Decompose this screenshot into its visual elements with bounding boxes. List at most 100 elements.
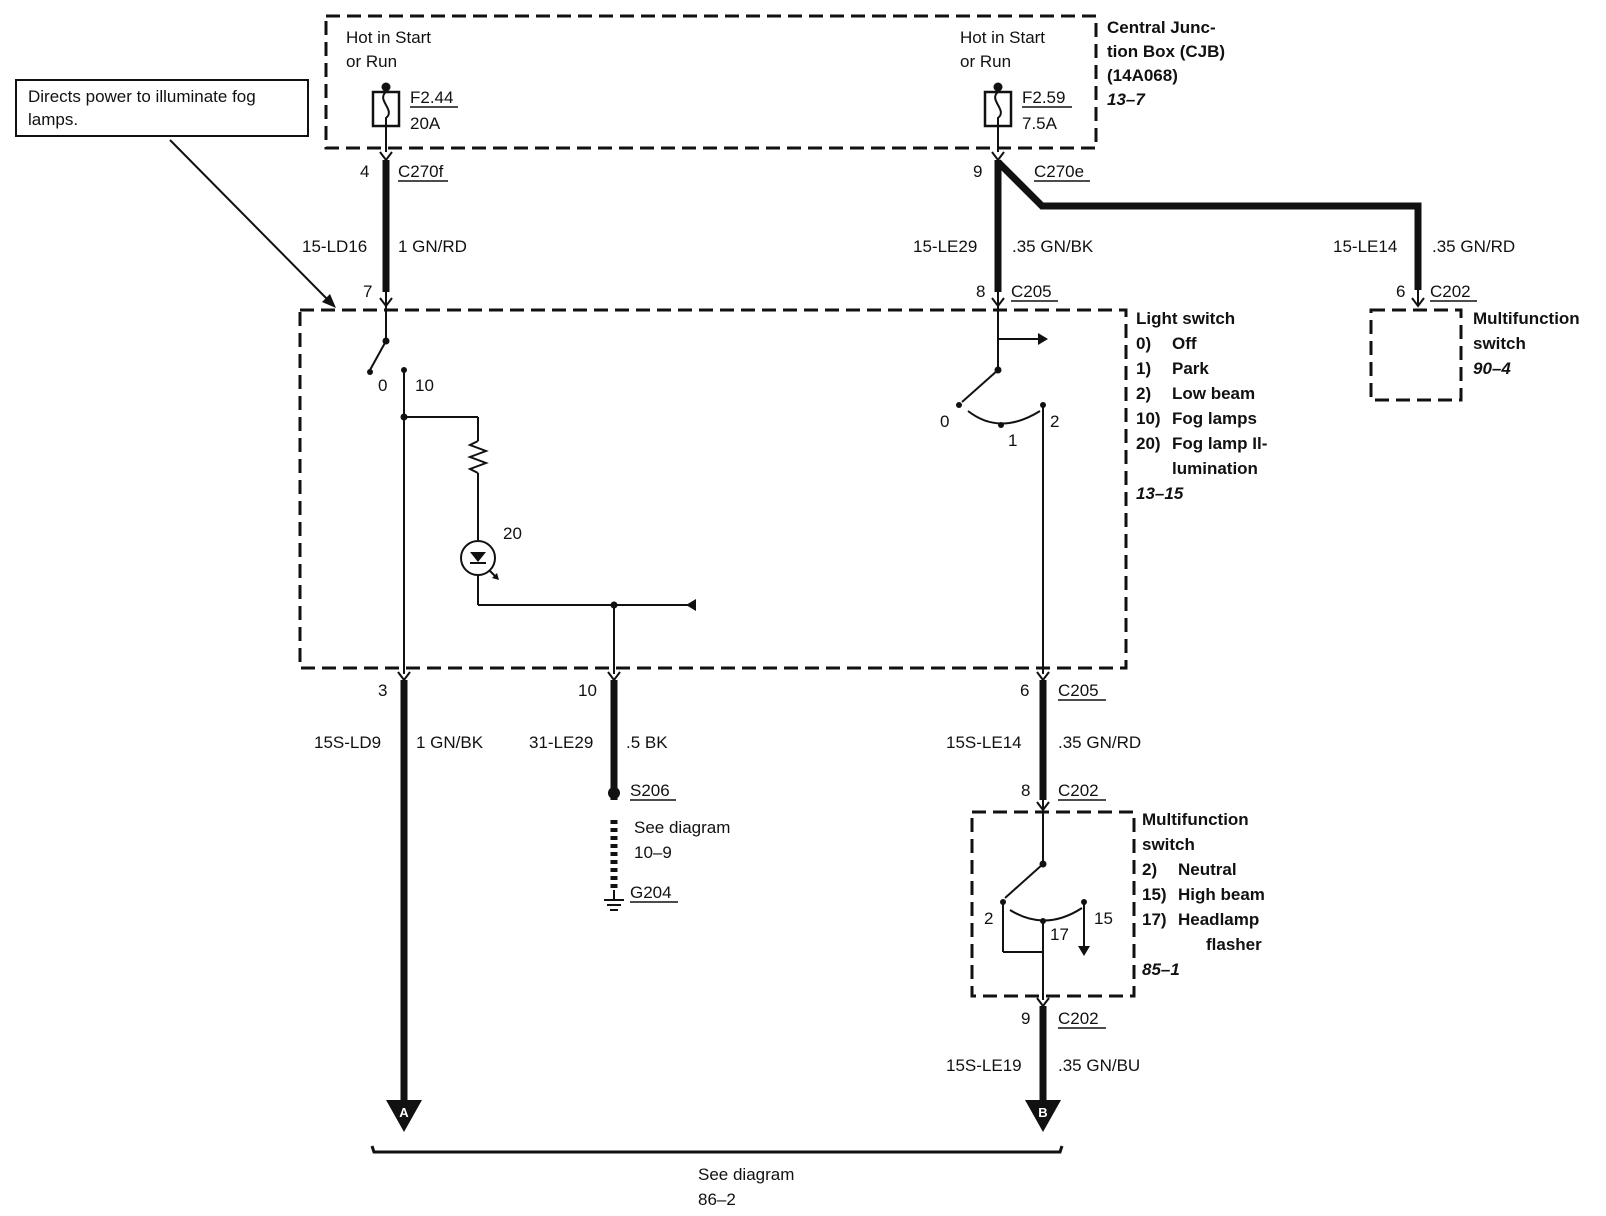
- connector-c202-pin6: 6: [1396, 282, 1405, 301]
- connector-c270f-symbol: [379, 151, 393, 162]
- hot-in-start-right-line1: Hot in Start: [960, 28, 1045, 47]
- multifunction-switch-bottom: Multifunction switch 2) Neutral 15) High…: [970, 810, 1265, 1000]
- wire-31-le29-spec: .5 BK: [626, 733, 668, 752]
- mfs-bottom-title-line1: Multifunction: [1142, 810, 1249, 829]
- wire-15-ld16-spec: 1 GN/RD: [398, 237, 467, 256]
- wire-15-le14-circuit: 15-LE14: [1333, 237, 1397, 256]
- mfs-pos-17: 17: [1050, 925, 1069, 944]
- arrow-b-label: B: [1038, 1105, 1047, 1120]
- wire-15s-le19-group: 9 C202 15S-LE19 .35 GN/BU B: [946, 997, 1140, 1132]
- switch-pos-0-left: 0: [378, 376, 387, 395]
- wire-15s-ld9-group: 15S-LD9 1 GN/BK A: [314, 680, 484, 1132]
- central-junction-box: Central Junc- tion Box (CJB) (14A068) 13…: [324, 14, 1225, 152]
- switch-pos-20: 20: [503, 524, 522, 543]
- ground-icon: [604, 899, 624, 911]
- fuse-f2-59-name: F2.59: [1022, 88, 1065, 107]
- mfs-legend-label-17: Headlamp: [1178, 910, 1259, 929]
- mfs-bottom-page-ref: 85–1: [1142, 960, 1180, 979]
- connector-c205-pin7: 7: [363, 282, 372, 301]
- connector-c202-top-label: C202: [1430, 282, 1471, 301]
- hot-in-start-left-line2: or Run: [346, 52, 397, 71]
- wire-15-le29-circuit: 15-LE29: [913, 237, 977, 256]
- connector-c202-mid-label: C202: [1058, 781, 1099, 800]
- mfs-legend-num-17: 17): [1142, 910, 1167, 929]
- fuse-f2-44-rating: 20A: [410, 114, 441, 133]
- callout-note-line1: Directs power to illuminate fog: [28, 87, 256, 106]
- wire-15s-le14-group: 15S-LE14 .35 GN/RD 8 C202: [946, 680, 1141, 812]
- mfs-legend-num-15: 15): [1142, 885, 1167, 904]
- hot-in-start-right-line2: or Run: [960, 52, 1011, 71]
- wire-15s-le14-circuit: 15S-LE14: [946, 733, 1022, 752]
- light-switch-outline: [298, 308, 1128, 670]
- mfs-legend-num-2: 2): [1142, 860, 1157, 879]
- cjb-title-line2: tion Box (CJB): [1107, 42, 1225, 61]
- wire-15-le14: [995, 159, 1422, 290]
- mfs-legend-label-2: Neutral: [1178, 860, 1237, 879]
- cjb-outline: [324, 14, 1098, 150]
- connector-c205-pin3: 3: [378, 681, 387, 700]
- callout-leader-line: [169, 139, 331, 303]
- switch-pos-10: 10: [415, 376, 434, 395]
- legend-label-20: Fog lamp Il-: [1172, 434, 1267, 453]
- legend-num-0: 0): [1136, 334, 1151, 353]
- light-switch: Light switch 0) Off 1) Park 2) Low beam …: [298, 306, 1267, 674]
- legend-num-1: 1): [1136, 359, 1151, 378]
- ground-g204-label: G204: [630, 883, 672, 902]
- wire-15s-ld9-spec: 1 GN/BK: [416, 733, 484, 752]
- connector-c205-bottom-label: C205: [1058, 681, 1099, 700]
- switch-pos-1: 1: [1008, 431, 1017, 450]
- top-wiring: 4 C270f 15-LD16 1 GN/RD 7 9 C270e 15-LE2…: [302, 151, 1515, 308]
- multifunction-switch-bottom-outline: [970, 810, 1136, 998]
- callout-note-line2: lamps.: [28, 110, 78, 129]
- arrow-b-icon: [1025, 1100, 1061, 1132]
- right-arrow-icon: [1038, 333, 1048, 345]
- mfs-bottom-title-line2: switch: [1142, 835, 1195, 854]
- connector-c270e-pin: 9: [973, 162, 982, 181]
- wire-31-le29-group: 31-LE29 .5 BK S206 See diagram 10–9 G204: [529, 680, 730, 911]
- arrow-a-label: A: [399, 1105, 409, 1120]
- fuse-f2-59-rating: 7.5A: [1022, 114, 1058, 133]
- multifunction-switch-top-outline: [1369, 308, 1463, 402]
- resistor-icon: [467, 440, 489, 474]
- light-switch-title: Light switch: [1136, 309, 1235, 328]
- legend-label-20-cont: lumination: [1172, 459, 1258, 478]
- high-beam-arrow-icon: [1078, 946, 1090, 956]
- mfs-legend-label-15: High beam: [1178, 885, 1265, 904]
- legend-label-10: Fog lamps: [1172, 409, 1257, 428]
- connector-c202-pin9: 9: [1021, 1009, 1030, 1028]
- connector-c205-pin6: 6: [1020, 681, 1029, 700]
- fuse-f2-44-name: F2.44: [410, 88, 453, 107]
- wire-15s-le19-spec: .35 GN/BU: [1058, 1056, 1140, 1075]
- connector-c270f-label: C270f: [398, 162, 444, 181]
- connector-c202-bottom-label: C202: [1058, 1009, 1099, 1028]
- legend-num-20: 20): [1136, 434, 1161, 453]
- see-diagram-10-9-line1: See diagram: [634, 818, 730, 837]
- connector-c202-pin8: 8: [1021, 781, 1030, 800]
- connector-c270e-label: C270e: [1034, 162, 1084, 181]
- headlamp-switch-contacts: 0 1 2: [940, 306, 1059, 674]
- wire-15s-le14-spec: .35 GN/RD: [1058, 733, 1141, 752]
- legend-label-2: Low beam: [1172, 384, 1255, 403]
- splice-s206-icon: [608, 787, 620, 799]
- fuse-f2-44: F2.44 20A: [371, 82, 458, 152]
- connector-c205-pin10: 10: [578, 681, 597, 700]
- legend-label-1: Park: [1172, 359, 1209, 378]
- splice-s206-label: S206: [630, 781, 670, 800]
- switch-pos-2: 2: [1050, 412, 1059, 431]
- connector-c270f-pin: 4: [360, 162, 369, 181]
- callout-note: Directs power to illuminate fog lamps.: [15, 79, 336, 308]
- mfs-pos-15: 15: [1094, 909, 1113, 928]
- mfs-top-page-ref: 90–4: [1473, 359, 1511, 378]
- c205-bottom-connectors: 3 10 6 C205: [378, 671, 1106, 701]
- wire-15s-le19-circuit: 15S-LE19: [946, 1056, 1022, 1075]
- dimmer-arrow-icon: [686, 599, 696, 611]
- footer-bracket: See diagram 86–2: [370, 1145, 1064, 1209]
- light-switch-page-ref: 13–15: [1136, 484, 1184, 503]
- connector-c205-pin8: 8: [976, 282, 985, 301]
- switch-blade-right: [961, 369, 999, 403]
- switch-pos-0-right: 0: [940, 412, 949, 431]
- wire-31-le29-circuit: 31-LE29: [529, 733, 593, 752]
- mfs-top-title-line1: Multifunction: [1473, 309, 1580, 328]
- hot-in-start-left-line1: Hot in Start: [346, 28, 431, 47]
